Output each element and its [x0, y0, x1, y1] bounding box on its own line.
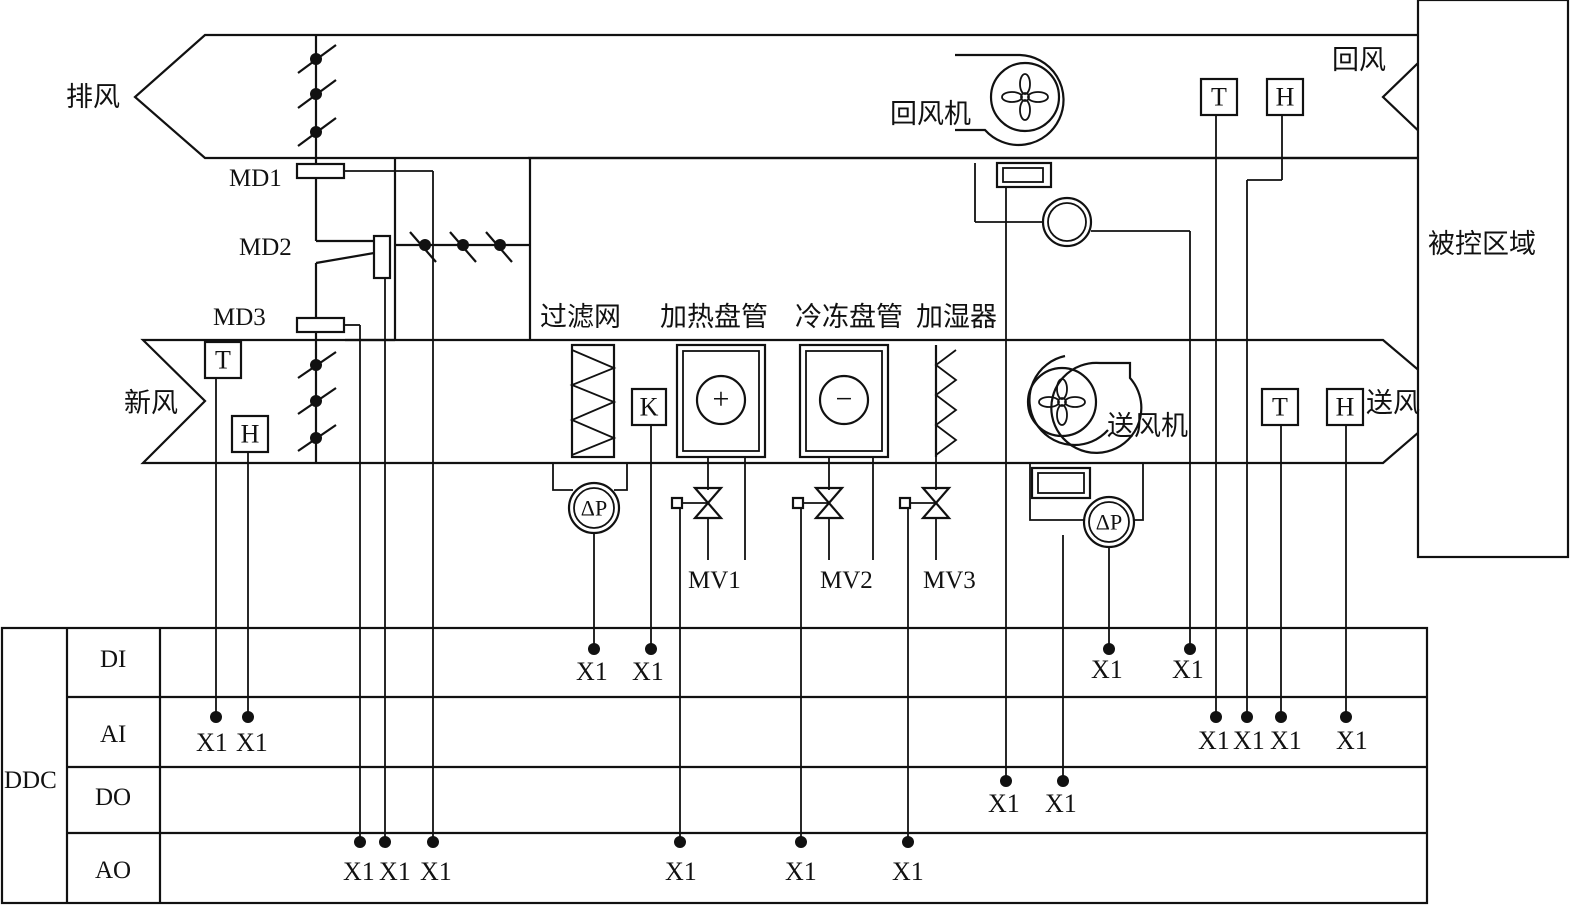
svg-text:T: T [1211, 83, 1227, 112]
valve-mv3 [898, 486, 952, 842]
supply-fan-label: 送风机 [1107, 411, 1188, 441]
ddc-point-label: X1 [576, 657, 608, 686]
ddc-point-label: X1 [632, 657, 664, 686]
svg-text:ΔP: ΔP [1096, 510, 1122, 535]
ddc-point-label: X1 [379, 857, 411, 886]
ddc-point-label: X1 [1091, 655, 1123, 684]
ahu-casing [528, 156, 1447, 340]
ddc-row-do: DO [95, 784, 131, 811]
ddc-point-dot [588, 643, 600, 655]
svg-text:T: T [1272, 393, 1288, 422]
return-t-sensor: T [1199, 77, 1239, 717]
ddc-point-dot [427, 836, 439, 848]
ddc-point-dot [354, 836, 366, 848]
ddc-point-dot [242, 711, 254, 723]
supply-fan [1026, 354, 1143, 454]
actuator-signal-lines [344, 170, 434, 842]
ddc-point-dot [1241, 711, 1253, 723]
ddc-point-dot [1000, 775, 1012, 787]
ddc-point-label: X1 [1270, 726, 1302, 755]
ddc-point-label: X1 [665, 857, 697, 886]
ddc-point-dot [1103, 643, 1115, 655]
ddc-row-ao: AO [95, 857, 131, 884]
humidifier-label: 加湿器 [916, 302, 997, 332]
ddc-point-label: X1 [988, 789, 1020, 818]
ddc-point-dot [1210, 711, 1222, 723]
md1-label: MD1 [229, 165, 282, 192]
valve-mv1 [670, 486, 724, 842]
mixing-damper-blades [395, 231, 530, 263]
mv1-label: MV1 [688, 567, 741, 594]
ddc-point-dot [902, 836, 914, 848]
fresh-supply-duct [140, 338, 1457, 465]
ddc-point-label: X1 [420, 857, 452, 886]
ddc-table [0, 626, 1429, 905]
svg-text:H: H [1336, 393, 1355, 422]
return-fan [955, 53, 1065, 147]
supply-t-sensor: T [1260, 387, 1300, 717]
ddc-point-label: X1 [1336, 726, 1368, 755]
ddc-point-dot [674, 836, 686, 848]
ddc-point-dot [379, 836, 391, 848]
ddc-point-label: X1 [1233, 726, 1265, 755]
md3-label: MD3 [213, 304, 266, 331]
ddc-point-label: X1 [236, 728, 268, 757]
return-fan-status [974, 161, 1191, 781]
heating-coil-label: 加热盘管 [660, 302, 768, 332]
supply-fan-status: ΔP [1029, 463, 1144, 781]
mv3-label: MV3 [923, 567, 976, 594]
ddc-point-label: X1 [892, 857, 924, 886]
controlled-zone-box [1416, 0, 1570, 559]
fresh-h-sensor: H [230, 414, 270, 717]
ddc-row-ai: AI [100, 721, 126, 748]
valve-mv2 [791, 486, 845, 842]
controlled-zone-label: 被控区域 [1428, 229, 1536, 259]
fresh-air-label: 新风 [124, 388, 178, 418]
ddc-point-label: X1 [1172, 655, 1204, 684]
mv2-label: MV2 [820, 567, 873, 594]
return-air-label: 回风 [1332, 45, 1386, 75]
ddc-title: DDC [4, 767, 57, 794]
svg-text:−: − [836, 383, 853, 416]
ddc-point-dot [795, 836, 807, 848]
return-h-sensor: H [1246, 77, 1305, 717]
filter-element: ΔP [552, 343, 628, 649]
return-fan-label: 回风机 [890, 99, 971, 129]
md2-label: MD2 [239, 234, 292, 261]
return-exhaust-duct [133, 33, 1450, 160]
cooling-coil: − [798, 343, 890, 560]
ddc-point-label: X1 [1045, 789, 1077, 818]
ddc-point-label: X1 [196, 728, 228, 757]
ddc-point-label: X1 [1198, 726, 1230, 755]
fresh-t-sensor: T [203, 340, 243, 717]
ddc-point-label: X1 [343, 857, 375, 886]
ddc-point-dot [1184, 643, 1196, 655]
ddc-point-dot [645, 643, 657, 655]
damper-actuators [295, 158, 397, 342]
ddc-point-label: X1 [785, 857, 817, 886]
ddc-point-dot [1057, 775, 1069, 787]
cooling-coil-label: 冷冻盘管 [795, 302, 903, 332]
filter-label: 过滤网 [540, 302, 621, 332]
svg-text:H: H [241, 420, 260, 449]
supply-air-label: 送风 [1366, 388, 1420, 418]
ddc-point-dot [210, 711, 222, 723]
ddc-point-dot [1275, 711, 1287, 723]
heating-coil: + [675, 343, 767, 560]
ddc-row-di: DI [100, 646, 126, 673]
ddc-point-dot [1340, 711, 1352, 723]
humidifier-element [934, 345, 958, 490]
exhaust-label: 排风 [66, 82, 120, 112]
svg-text:H: H [1276, 83, 1295, 112]
exhaust-damper-blades [297, 35, 337, 158]
supply-h-sensor: H [1325, 387, 1365, 717]
fresh-damper-blades [297, 340, 337, 463]
svg-text:K: K [640, 393, 659, 422]
svg-text:ΔP: ΔP [581, 496, 607, 521]
k-switch: K [630, 387, 668, 649]
svg-text:T: T [215, 346, 231, 375]
svg-text:+: + [713, 383, 730, 416]
